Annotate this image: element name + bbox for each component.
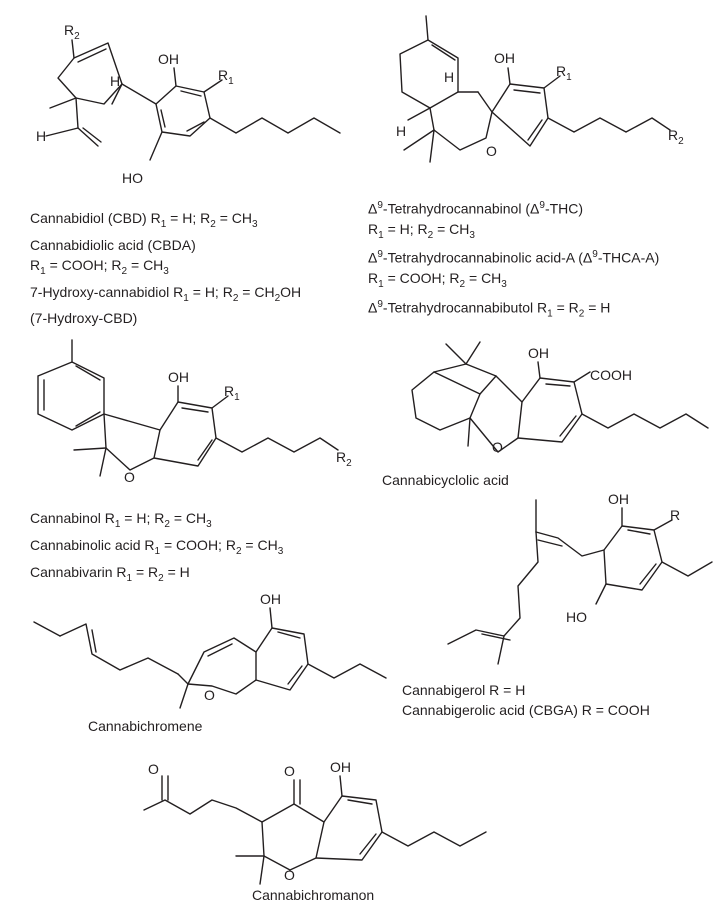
thc-o-label: O [486,143,497,159]
cbcn-o-carbonyl-label: O [284,763,295,779]
cbcn-oh-label: OH [330,759,351,775]
thc-oh-label: OH [494,50,515,66]
cbd-h-label: H [110,73,120,89]
cbg-ho-label: HO [566,609,587,625]
caption-cbl: Cannabicyclolic acid [382,472,509,488]
cbl-oh-label: OH [528,345,549,361]
cbn-oh-label: OH [168,369,189,385]
thc-h-label: H [444,69,454,85]
cbn-o-label: O [124,469,135,485]
thc-r2-label: R2 [668,127,684,147]
cbd-h-label-2: H [36,128,46,144]
cbl-cooh-label: COOH [590,367,632,383]
cbg-r-label: R [670,507,680,523]
caption-thc: Δ9-Tetrahydrocannabinol (Δ9-THC) R1 = H;… [368,200,660,320]
cbn-r1-label: R1 [224,383,240,403]
structure-thc: H H O OH R1 R2 [396,15,684,163]
caption-cbn: Cannabinol R1 = H; R2 = CH3 Cannabinolic… [30,510,284,584]
structure-cbd: R2 H H OH R1 HO [36,22,341,186]
caption-cbg: Cannabigerol R = H Cannabigerolic acid (… [402,682,650,718]
caption-cbcn: Cannabichromanon [252,887,375,903]
structure-cbcn: O O OH O [143,759,487,885]
cbd-oh-label: OH [158,51,179,67]
cbcn-o-ketone-label: O [148,761,159,777]
cbd-r1-label: R1 [218,67,234,87]
cbd-ho-label: HO [122,170,143,186]
cbcn-o-ring-label: O [284,867,295,883]
structure-cbl: OH COOH O [411,341,709,455]
caption-cbc: Cannabichromene [88,718,203,734]
thc-r1-label: R1 [556,63,572,83]
cbc-oh-label: OH [260,591,281,607]
cbd-r2-label: R2 [64,22,80,42]
cbn-r2-label: R2 [336,449,352,469]
caption-cbd: Cannabidiol (CBD) R1 = H; R2 = CH3 Canna… [30,210,302,327]
structure-cbc: OH O [33,591,387,709]
structure-cbg: OH R HO [447,491,713,665]
thc-h-label-2: H [396,123,406,139]
cbg-oh-label: OH [608,491,629,507]
cbc-o-label: O [204,687,215,703]
cbl-o-label: O [492,439,503,455]
structure-cbn: OH R1 O R2 [37,339,352,485]
